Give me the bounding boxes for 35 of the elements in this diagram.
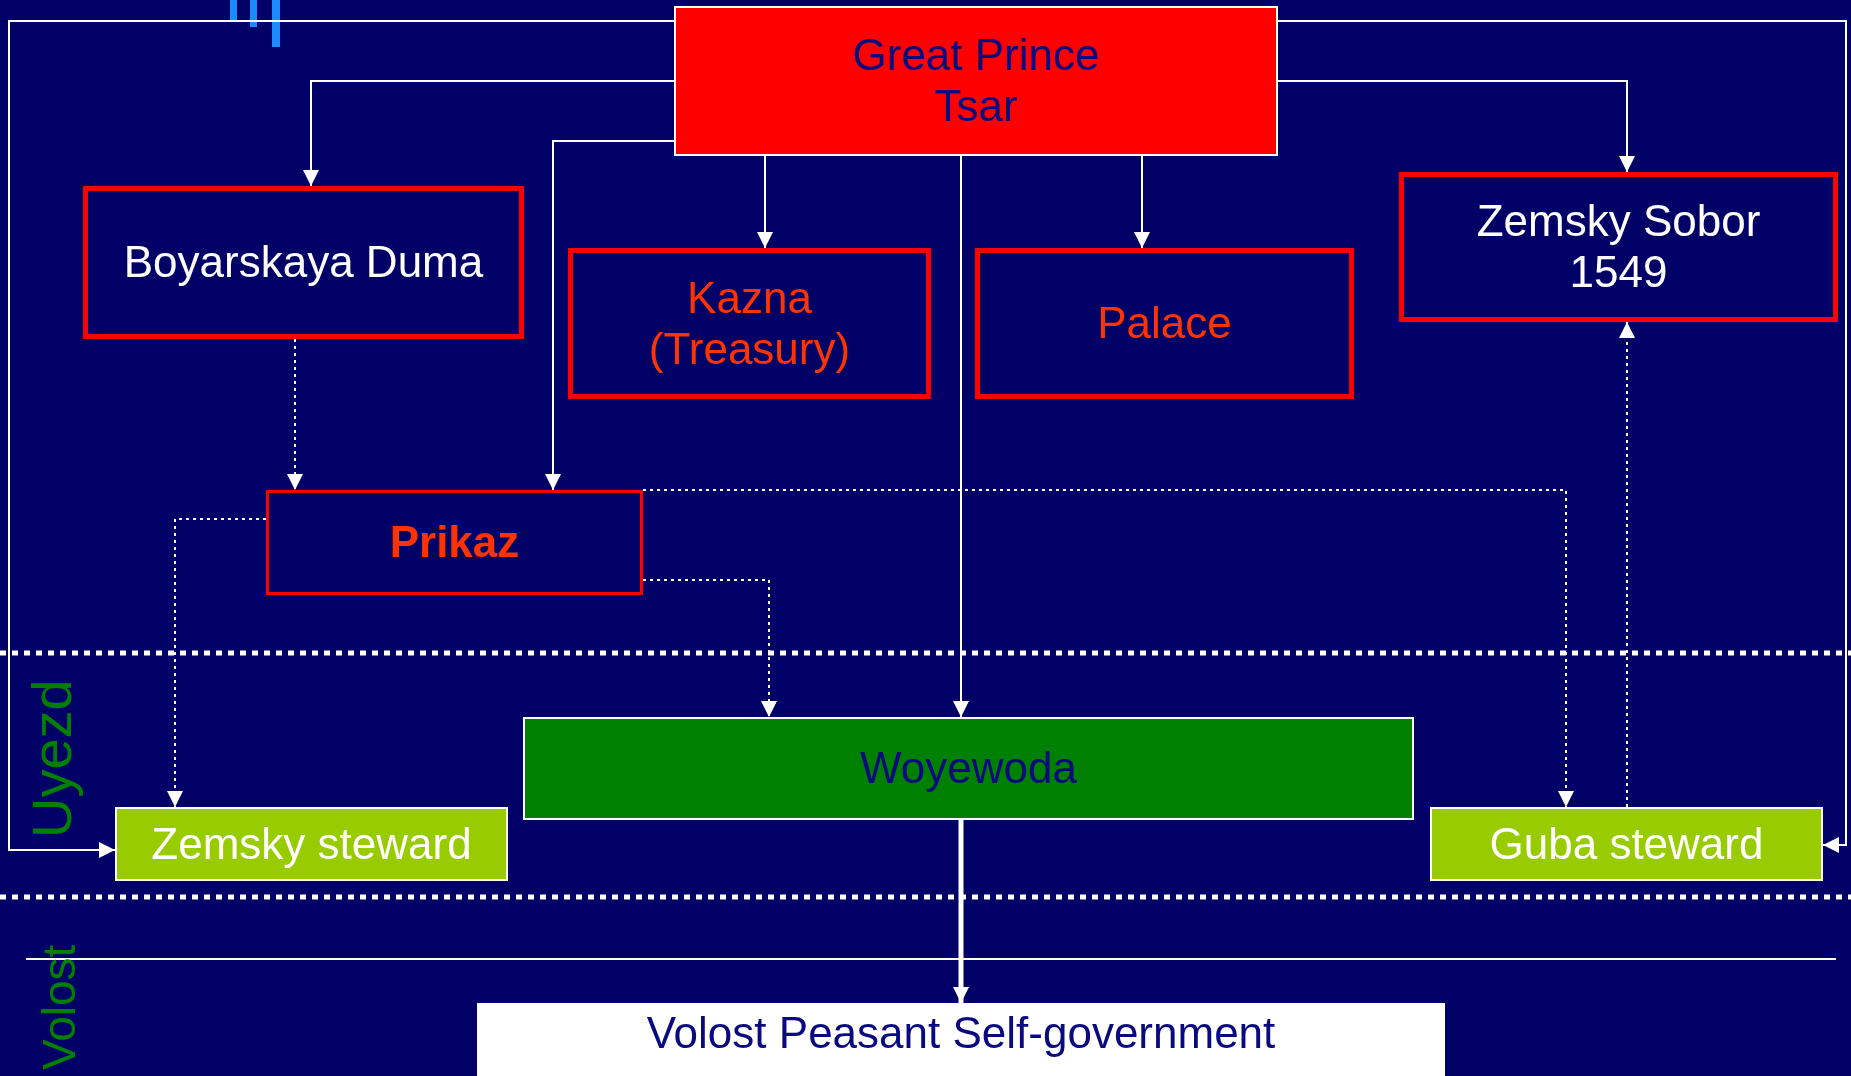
process-box — [674, 6, 1278, 156]
process-box — [477, 1003, 1445, 1076]
process-box — [1430, 807, 1823, 881]
arrow — [545, 140, 675, 491]
process-box — [568, 248, 931, 399]
box-label: Kazna (Treasury) — [647, 272, 852, 375]
process-box — [975, 248, 1354, 399]
process-box — [523, 717, 1414, 820]
box-label: Great Prince Tsar — [851, 30, 1101, 132]
arrow — [1277, 20, 1847, 853]
arrow — [757, 155, 773, 249]
arrow — [167, 518, 267, 808]
arrow — [8, 20, 675, 858]
process-box — [83, 186, 524, 339]
box-label: Prikaz — [389, 517, 520, 568]
box-label: Guba steward — [1489, 818, 1764, 870]
process-box — [1399, 172, 1838, 322]
arrow — [287, 338, 303, 491]
process-box — [115, 807, 508, 881]
arrow — [1277, 80, 1635, 173]
arrow — [1619, 321, 1635, 808]
box-label: Zemsky Sobor 1549 — [1475, 196, 1762, 298]
box-label: Woyewoda — [860, 743, 1077, 794]
box-label: Boyarskaya Duma — [123, 237, 484, 288]
process-box — [266, 490, 643, 595]
arrow — [953, 155, 969, 718]
arrow — [642, 489, 1574, 808]
box-label: Zemsky steward — [151, 818, 472, 870]
arrow — [303, 80, 675, 187]
arrow — [642, 579, 777, 718]
arrow — [953, 820, 969, 1003]
section-label: Volost — [36, 944, 82, 1070]
box-label: Volost Peasant Self-government — [646, 1007, 1276, 1059]
box-label: Palace — [1097, 298, 1232, 349]
arrow — [1134, 155, 1150, 249]
